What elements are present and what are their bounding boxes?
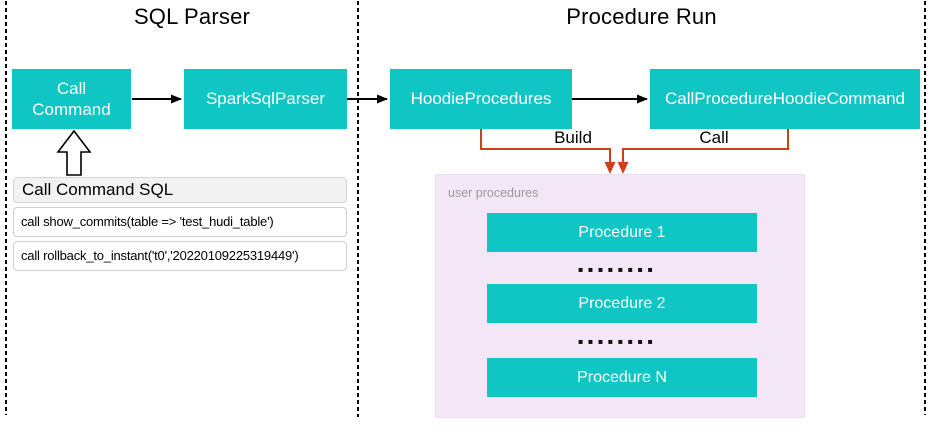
- sql-panel-header: Call Command SQL: [13, 177, 347, 203]
- ellipsis-dots: ▪▪▪▪▪▪▪▪: [578, 337, 658, 346]
- sql-statement-row: call show_commits(table => 'test_hudi_ta…: [13, 207, 347, 237]
- section-title-sql-parser: SQL Parser: [133, 4, 251, 29]
- ellipsis-dots: ▪▪▪▪▪▪▪▪: [578, 265, 658, 274]
- procedure-box-n: Procedure N: [487, 358, 757, 397]
- node-hoodie-procedures: HoodieProcedures: [390, 69, 572, 129]
- node-call-procedure-hoodie-command: CallProcedureHoodieCommand: [650, 69, 920, 129]
- procedure-box-2: Procedure 2: [487, 284, 757, 323]
- user-procedures-panel: user procedures Procedure 1 ▪▪▪▪▪▪▪▪ Pro…: [435, 174, 805, 418]
- procedure-box-1: Procedure 1: [487, 213, 757, 252]
- section-title-procedure-run: Procedure Run: [566, 4, 717, 29]
- call-command-sql-panel: Call Command SQL call show_commits(table…: [13, 177, 347, 271]
- user-procedures-label: user procedures: [448, 186, 539, 200]
- edge-label-build: Build: [554, 128, 592, 147]
- edge-label-call: Call: [699, 128, 729, 147]
- edge-call-arrowhead-icon: [617, 162, 629, 174]
- sql-statement-row: call rollback_to_instant('t0','202201092…: [13, 241, 347, 271]
- edge-build-arrowhead-icon: [604, 162, 616, 174]
- node-spark-sql-parser: SparkSqlParser: [184, 69, 347, 129]
- hollow-up-arrow-icon: [56, 129, 92, 176]
- node-call-command: Call Command: [12, 69, 131, 129]
